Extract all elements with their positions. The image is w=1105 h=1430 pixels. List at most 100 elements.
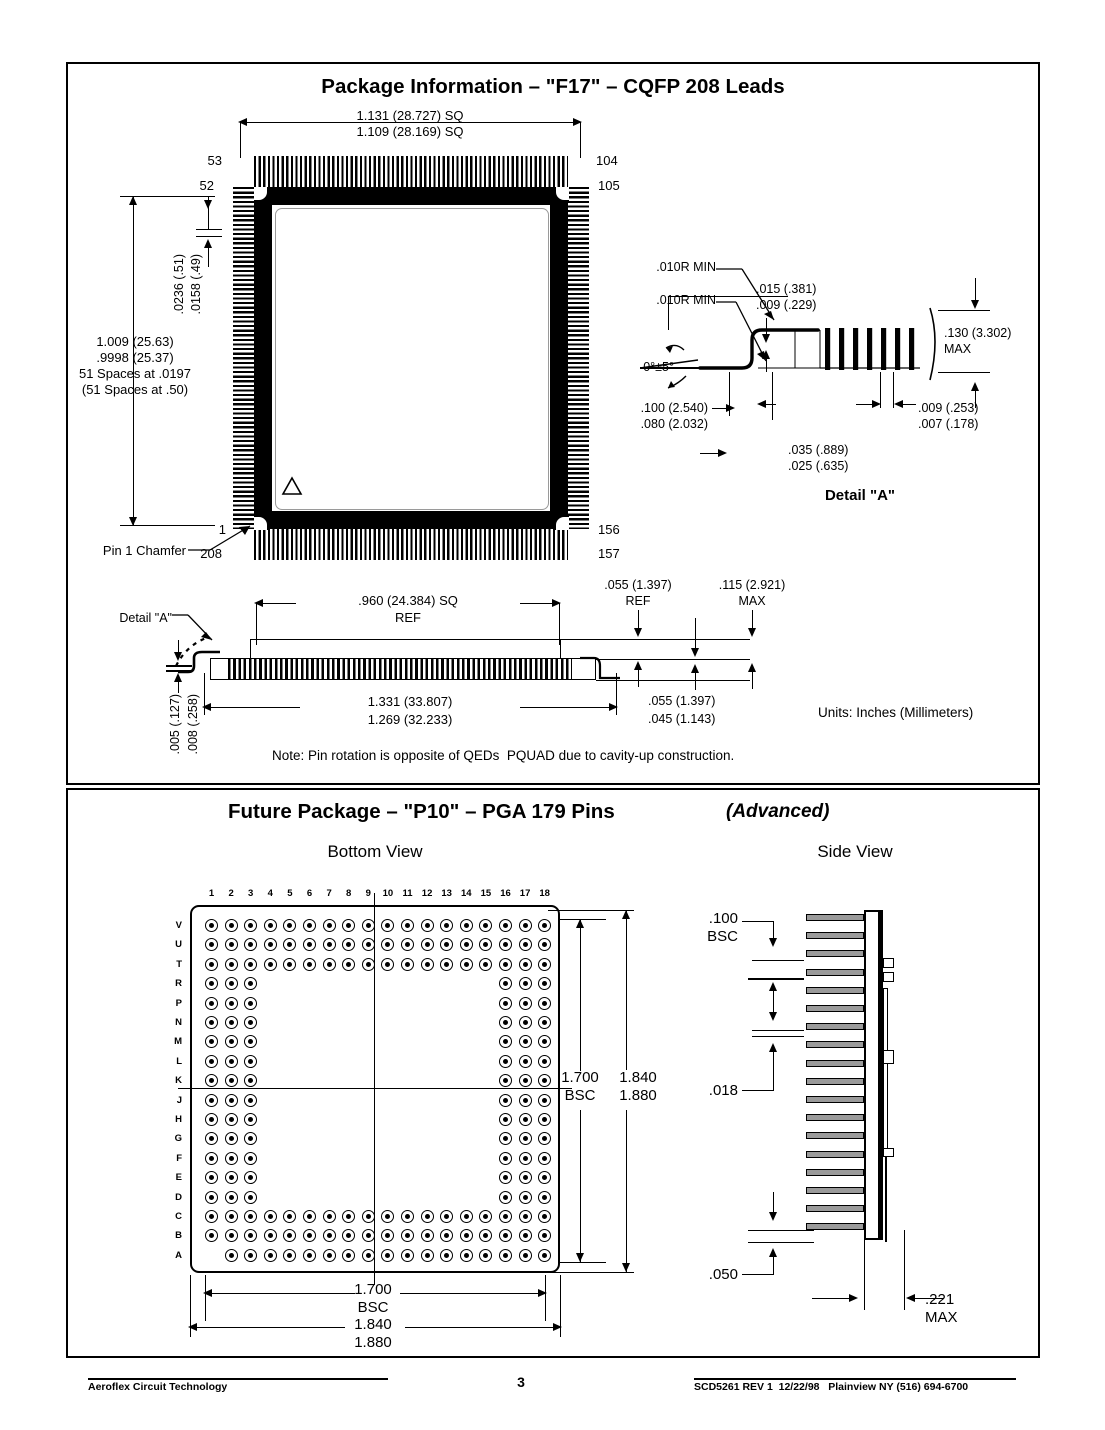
- pga-pin-R18: [538, 977, 552, 991]
- pga-pin-T3: [244, 957, 258, 971]
- pga-row-label-L: L: [176, 1055, 182, 1067]
- pga-pin-A9: [361, 1248, 375, 1262]
- pga-side-pin: [806, 932, 864, 940]
- pga-pin-G16: [499, 1132, 512, 1146]
- pga-pin-R16: [499, 977, 512, 991]
- pga-side-pitch-line2: BSC: [707, 928, 738, 945]
- pga-pin-C4: [263, 1210, 277, 1223]
- lead-pitch-line1: .0236 (.51): [172, 254, 186, 315]
- pga-pin-C6: [303, 1210, 316, 1223]
- detail-a-height-line2: MAX: [944, 342, 972, 356]
- pga-pin-K1: [205, 1074, 218, 1088]
- cqfp-top-view: [233, 156, 589, 560]
- pga-pin-H1: [205, 1113, 218, 1126]
- pga-bottom-overall-line1: 1.840: [354, 1316, 392, 1333]
- pga-bottom-bsc-line2: BSC: [357, 1299, 389, 1316]
- pga-side-pin: [806, 1168, 864, 1176]
- pga-pin-A17: [518, 1248, 532, 1262]
- pga-pin-B15: [479, 1229, 493, 1243]
- pga-col-label-6: 6: [306, 888, 313, 899]
- footer-rule-left: [88, 1378, 388, 1381]
- detail-a-radius-1: .010R MIN: [656, 260, 716, 274]
- detail-a-height-line1: .130 (3.302): [944, 326, 1012, 340]
- pga-pin-U16: [499, 938, 512, 952]
- pga-feature-3: [883, 988, 888, 1150]
- pga-row-label-P: P: [175, 997, 182, 1009]
- pga-row-label-G: G: [174, 1133, 182, 1145]
- pin-label-105: 105: [598, 178, 620, 193]
- pga-pin-T8: [342, 957, 356, 971]
- cqfp-left-dim-line4: (51 Spaces at .50): [81, 382, 189, 397]
- qfp-corner-notch-tr: [555, 187, 569, 201]
- detail-a-standoff-line2: .025 (.635): [788, 459, 849, 473]
- pga-col-label-1: 1: [208, 888, 215, 899]
- qfp-cavity: [275, 208, 549, 510]
- pga-pin-V9: [361, 919, 375, 932]
- pga-pin-B6: [303, 1229, 316, 1243]
- pga-pin-B3: [244, 1229, 258, 1243]
- detail-a-thickness-line2: .009 (.229): [756, 298, 817, 312]
- pga-pin-D3: [244, 1190, 258, 1204]
- pga-pin-C3: [244, 1210, 258, 1223]
- pga-pin-C13: [440, 1210, 454, 1223]
- pga-pin-B17: [518, 1229, 532, 1243]
- pga-pin-P18: [538, 996, 552, 1010]
- pga-col-label-17: 17: [519, 888, 531, 899]
- pga-pin-U1: [205, 938, 218, 952]
- pga-side-pin: [806, 1223, 864, 1231]
- pga-pin-C18: [538, 1210, 552, 1223]
- qfp-body-bottom: [254, 511, 568, 529]
- detail-a-lead-profile: [640, 307, 936, 389]
- pga-pin-T11: [401, 957, 414, 971]
- pga-pin-U5: [283, 938, 297, 952]
- pga-pin-L2: [224, 1054, 238, 1068]
- pga-pin-V6: [303, 919, 316, 932]
- pga-side-pin: [806, 1114, 864, 1122]
- pga-pin-V14: [459, 919, 473, 932]
- pga-pin-T9: [361, 957, 375, 971]
- pga-pin-T18: [538, 957, 552, 971]
- cqfp-left-dim-line3: 51 Spaces at .0197: [78, 366, 192, 381]
- side-standoff-line2: .008 (.258): [186, 694, 200, 755]
- pga-pin-H3: [244, 1113, 258, 1126]
- pga-pin-M3: [244, 1035, 258, 1049]
- qfp-leads-bottom: [254, 529, 568, 560]
- cqfp-top-dim-line1: 1.131 (28.727) SQ: [356, 108, 464, 123]
- pga-pin-A5: [283, 1248, 297, 1262]
- cqfp-top-dim-line2: 1.109 (28.169) SQ: [356, 124, 464, 139]
- pga-pin-V16: [499, 919, 512, 932]
- pga-bottom-view-grid: [178, 893, 572, 1285]
- pga-pin-V12: [420, 919, 434, 932]
- units-note: Units: Inches (Millimeters): [818, 705, 974, 720]
- pga-side-pindia: .018: [708, 1082, 738, 1099]
- pga-pin-M2: [224, 1035, 238, 1049]
- detail-a-leadwidth-line1: .009 (.253): [918, 401, 979, 415]
- pga-right-bsc-line2: BSC: [564, 1087, 596, 1104]
- panel-pga: [66, 788, 1040, 1358]
- pga-pin-V4: [263, 919, 277, 932]
- pga-pin-F17: [518, 1151, 532, 1165]
- pga-col-label-4: 4: [267, 888, 273, 899]
- side-overall-line2: 1.269 (32.233): [367, 712, 453, 727]
- side-body-ref-line2: REF: [395, 610, 421, 625]
- pga-pin-B8: [342, 1229, 356, 1243]
- pga-pin-T4: [263, 957, 277, 971]
- pin-label-1: 1: [218, 522, 226, 537]
- pga-pin-N17: [518, 1016, 532, 1029]
- pga-side-thickness-line2: MAX: [925, 1309, 958, 1326]
- pin-label-104: 104: [596, 153, 618, 168]
- pga-pin-K18: [538, 1074, 552, 1088]
- pga-pin-G18: [538, 1132, 552, 1146]
- cqfp-left-dim-line2: .9998 (25.37): [96, 350, 174, 365]
- pga-pin-N2: [224, 1016, 238, 1029]
- pga-side-pin: [806, 1187, 864, 1194]
- pga-pin-B18: [538, 1229, 552, 1243]
- pga-col-label-2: 2: [228, 888, 234, 899]
- pga-pin-U7: [322, 938, 336, 952]
- pga-pin-B4: [263, 1229, 277, 1243]
- pga-row-label-A: A: [175, 1249, 182, 1261]
- pga-pin-T15: [479, 957, 493, 971]
- pga-pin-J16: [499, 1093, 512, 1107]
- pga-pin-V8: [342, 919, 356, 932]
